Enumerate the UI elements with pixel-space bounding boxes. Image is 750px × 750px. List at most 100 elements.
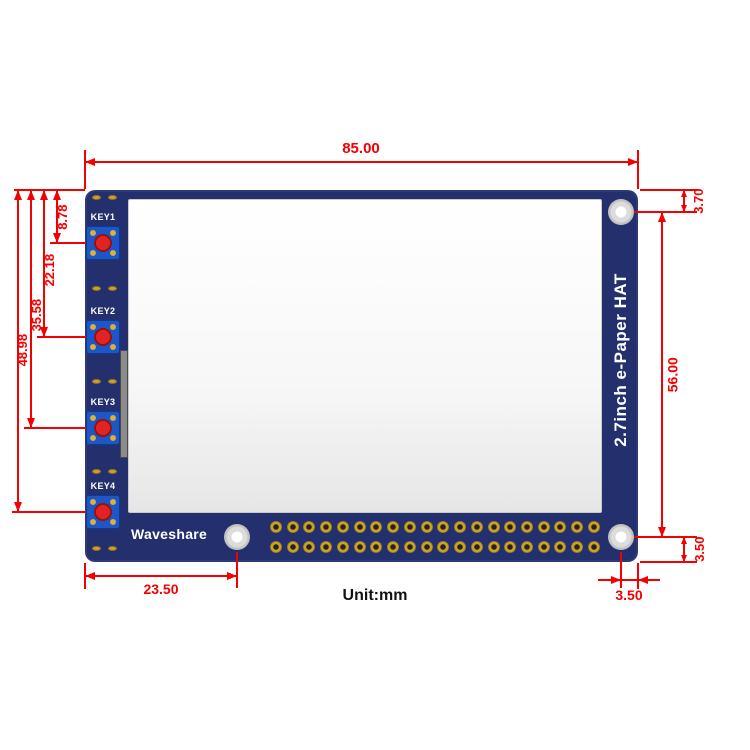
dim-arrow	[681, 555, 687, 562]
dim-arrow	[53, 233, 61, 243]
dim-arrow	[14, 190, 22, 200]
gpio-pad	[454, 541, 467, 553]
dim-arrow	[85, 572, 95, 580]
key2-label: KEY2	[90, 306, 116, 316]
dim-line	[661, 212, 663, 537]
solder-pad	[92, 546, 101, 551]
dim-arrow	[628, 158, 638, 166]
key3-button-icon	[86, 411, 120, 445]
gpio-pad	[571, 541, 584, 553]
gpio-pad	[437, 521, 450, 533]
ext-line	[24, 427, 86, 429]
dim-line	[56, 190, 58, 243]
dim-arrow	[27, 190, 35, 200]
gpio-pad	[403, 541, 416, 553]
gpio-pad	[487, 521, 500, 533]
dim-line	[683, 190, 685, 212]
gpio-pad	[286, 541, 299, 553]
solder-pad	[92, 469, 101, 474]
dim-arrow	[658, 212, 666, 222]
dim-arrow	[611, 576, 621, 584]
dim-arrow	[638, 576, 648, 584]
key-4: KEY4	[86, 480, 120, 529]
dim-line	[598, 579, 660, 581]
dim-arrow	[40, 190, 48, 200]
ext-line	[634, 536, 697, 538]
dim-label-bottom-right: 3.50	[615, 587, 643, 603]
gpio-pad	[353, 541, 366, 553]
solder-pad	[92, 379, 101, 384]
key4-label: KEY4	[90, 481, 116, 491]
dim-label-width: 85.00	[342, 140, 380, 157]
gpio-pad	[537, 521, 550, 533]
gpio-pad	[554, 521, 567, 533]
gpio-pad	[571, 521, 584, 533]
key-3: KEY3	[86, 396, 120, 445]
dim-arrow	[658, 527, 666, 537]
solder-pad	[92, 286, 101, 291]
key2-button-icon	[86, 320, 120, 354]
ext-line	[620, 552, 622, 588]
gpio-pad	[454, 521, 467, 533]
solder-pad	[108, 195, 117, 200]
key3-label: KEY3	[90, 397, 116, 407]
unit-label: Unit:mm	[342, 587, 408, 604]
dim-label-key4-offset: 48.98	[14, 333, 30, 367]
key-2: KEY2	[86, 305, 120, 354]
dim-line	[17, 190, 19, 512]
gpio-pad	[336, 541, 349, 553]
dim-arrow	[227, 572, 237, 580]
dim-arrow	[681, 205, 687, 212]
gpio-pad	[587, 521, 600, 533]
dim-line	[683, 537, 685, 562]
gpio-pad	[504, 521, 517, 533]
ext-line	[640, 189, 697, 191]
gpio-pad	[420, 541, 433, 553]
gpio-pad	[554, 541, 567, 553]
dim-arrow	[27, 418, 35, 428]
gpio-pad	[521, 541, 534, 553]
gpio-pad	[270, 521, 282, 533]
key1-button-icon	[86, 226, 120, 260]
ext-line	[37, 336, 86, 338]
gpio-pad	[336, 521, 349, 533]
gpio-pad	[521, 521, 534, 533]
gpio-pad	[470, 541, 483, 553]
gpio-pad	[504, 541, 517, 553]
mounting-hole-bottom-right	[608, 524, 634, 550]
gpio-pad	[353, 521, 366, 533]
mounting-hole-bottom-left	[224, 524, 250, 550]
gpio-pad	[420, 521, 433, 533]
dim-label-key1-offset: 8.78	[54, 204, 70, 230]
gpio-pad	[487, 541, 500, 553]
solder-pad	[108, 469, 117, 474]
gpio-pad	[387, 521, 400, 533]
solder-pad	[108, 379, 117, 384]
ext-line	[637, 150, 639, 189]
dim-label-right-top: 3.70	[690, 188, 706, 214]
gpio-pad	[320, 521, 333, 533]
display-connector	[120, 350, 128, 458]
epaper-display	[128, 199, 602, 513]
dim-arrow	[40, 327, 48, 337]
dim-arrow	[14, 502, 22, 512]
dim-label-key2-offset: 22.18	[41, 253, 57, 287]
ext-line	[14, 189, 85, 191]
gpio-pad	[403, 521, 416, 533]
gpio-pad	[286, 521, 299, 533]
solder-pad	[92, 195, 101, 200]
dim-label-bottom-left: 23.50	[143, 581, 179, 597]
dim-label-right-bottom: 3.50	[691, 536, 707, 562]
gpio-header-row2	[270, 541, 600, 553]
gpio-pad	[470, 521, 483, 533]
dim-label-key3-offset: 35.58	[28, 298, 44, 332]
solder-pad	[108, 286, 117, 291]
ext-line	[236, 552, 238, 588]
solder-pad	[108, 546, 117, 551]
dim-label-right-side: 56.00	[664, 357, 681, 393]
dim-arrow	[53, 190, 61, 200]
gpio-pad	[387, 541, 400, 553]
dim-line	[85, 575, 237, 577]
gpio-pad	[370, 541, 383, 553]
